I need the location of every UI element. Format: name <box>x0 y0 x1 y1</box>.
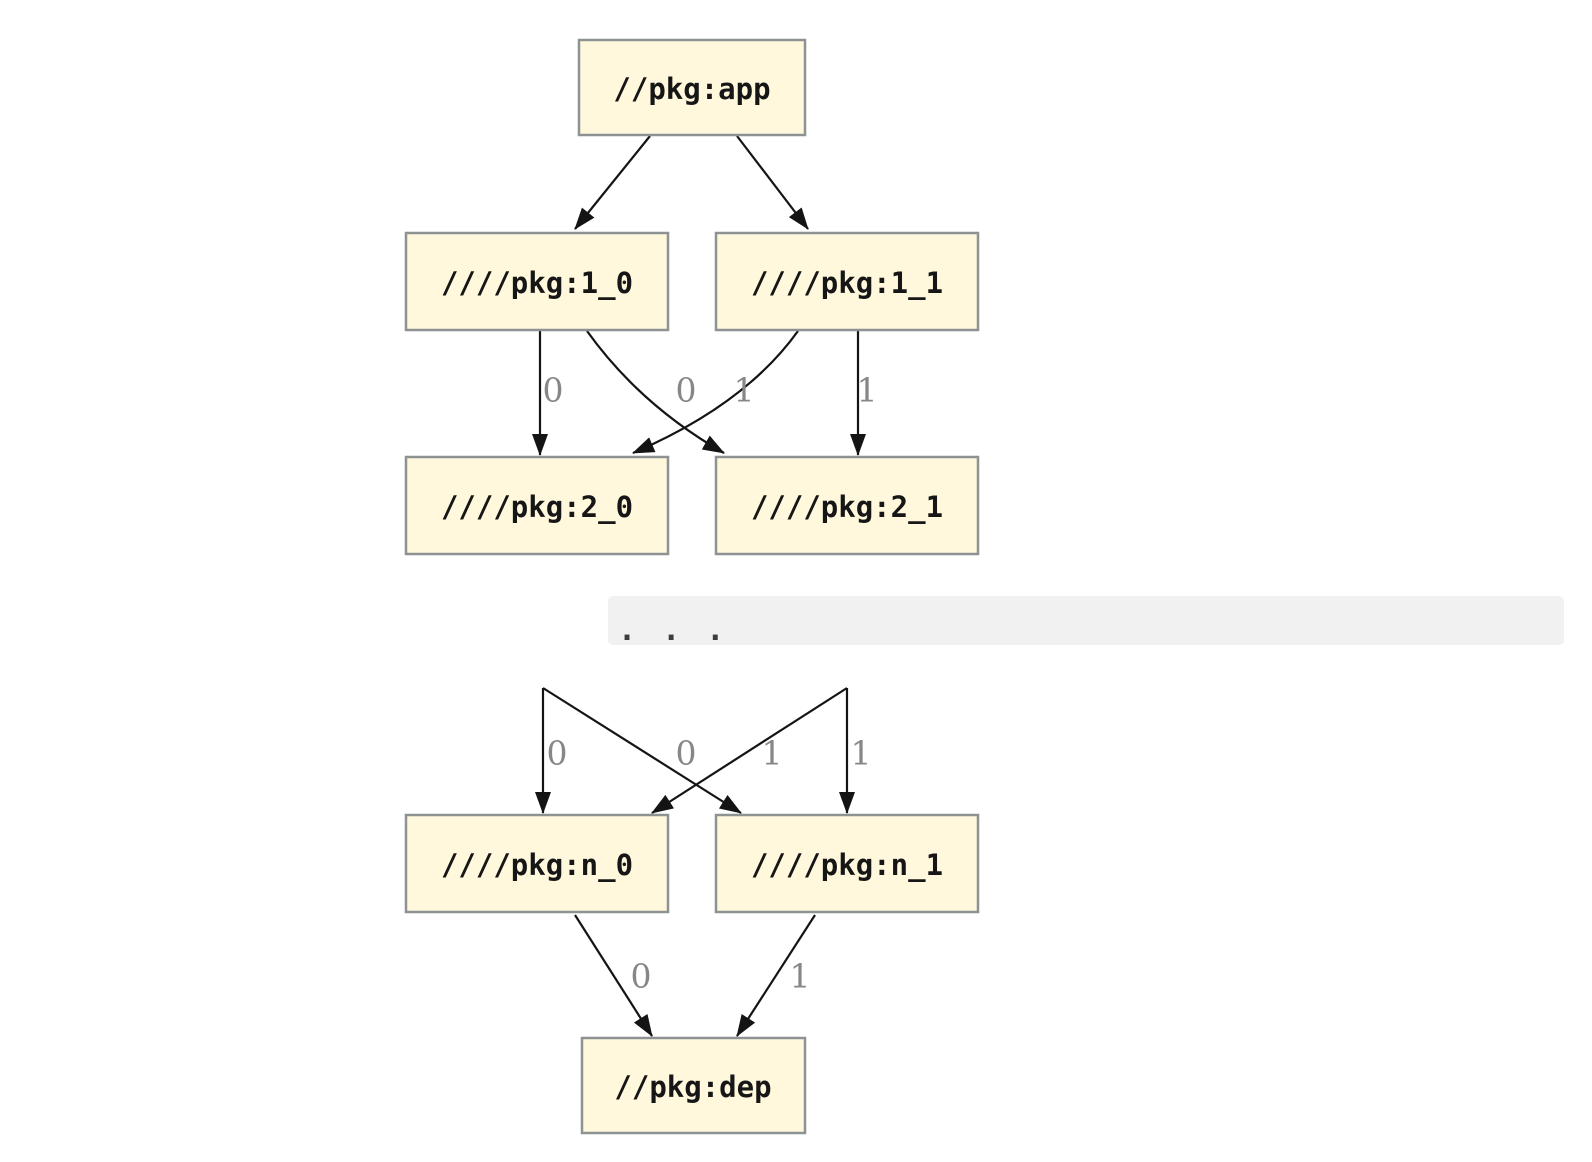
node-1_1-box <box>714 231 980 332</box>
node-1_0-label: ////pkg:1_0 <box>441 266 633 300</box>
edge-label: 0 <box>543 371 564 410</box>
node-1_1-label: ////pkg:1_1 <box>751 266 943 300</box>
node-2_0-label: ////pkg:2_0 <box>441 490 633 524</box>
edge-1_1-to-2_0 <box>632 330 799 455</box>
node-1_0-box <box>404 231 670 332</box>
ellipsis-band: . . . <box>608 596 1564 648</box>
node-2_0-box <box>404 455 670 556</box>
node-1_1: ////pkg:1_1 <box>714 231 980 332</box>
node-n_0: ////pkg:n_0 <box>404 813 670 914</box>
node-app-box <box>577 38 807 137</box>
edge-prev_1-to-n_0 <box>651 687 848 814</box>
edge-app-to-1_1 <box>736 135 809 230</box>
edge-1_0-to-2_1 <box>586 330 725 454</box>
node-2_1-box <box>714 455 980 556</box>
edge-prev_0-to-n_1 <box>542 687 742 814</box>
edge-label: 1 <box>734 371 755 410</box>
edge-label: 0 <box>676 734 697 773</box>
node-dep: //pkg:dep <box>580 1036 807 1135</box>
ellipsis-text: . . . <box>618 613 728 648</box>
edge-label: 1 <box>857 371 878 410</box>
edge-label: 1 <box>851 734 872 773</box>
edge-label: 1 <box>790 957 811 996</box>
node-layer: //pkg:app ////pkg:1_0 ////pkg:1_1 ////pk… <box>404 38 980 1135</box>
edge-label: 0 <box>631 957 652 996</box>
node-n_0-box <box>404 813 670 914</box>
node-app-label: //pkg:app <box>613 72 770 106</box>
node-dep-label: //pkg:dep <box>614 1070 771 1104</box>
node-n_1-box <box>714 813 980 914</box>
node-1_0: ////pkg:1_0 <box>404 231 670 332</box>
node-2_1: ////pkg:2_1 <box>714 455 980 556</box>
edge-label: 1 <box>762 734 783 773</box>
node-2_1-label: ////pkg:2_1 <box>751 490 943 524</box>
edge-n_0-to-dep <box>574 914 653 1037</box>
node-dep-box <box>580 1036 807 1135</box>
node-n_1-label: ////pkg:n_1 <box>751 848 943 882</box>
node-n_0-label: ////pkg:n_0 <box>441 848 633 882</box>
edge-layer <box>532 135 866 1037</box>
node-app: //pkg:app <box>577 38 807 137</box>
node-n_1: ////pkg:n_1 <box>714 813 980 914</box>
ellipsis-band-bg <box>608 596 1564 645</box>
edge-label-layer: 0 0 1 1 0 0 1 1 0 1 <box>543 371 878 996</box>
edge-app-to-1_0 <box>574 135 651 230</box>
node-2_0: ////pkg:2_0 <box>404 455 670 556</box>
edge-n_1-to-dep <box>736 914 816 1037</box>
edge-label: 0 <box>547 734 568 773</box>
edge-label: 0 <box>676 371 697 410</box>
